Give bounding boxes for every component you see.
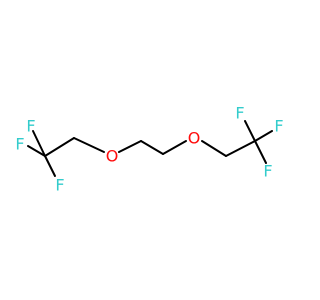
atom-labels: F F F O O F F F	[15, 104, 283, 195]
bond-o1-c3	[118, 140, 142, 153]
bond-c3-c4	[140, 140, 164, 155]
atom-f-left-mid: F	[15, 135, 24, 154]
bond-cf-right-1	[244, 120, 256, 142]
molecule-diagram: F F F O O F F F	[15, 103, 284, 195]
atom-f-left-top: F	[26, 117, 35, 136]
structure-svg: F F F O O F F F	[15, 104, 283, 195]
bond-c4-o2	[162, 140, 187, 155]
atom-f-right-mid: F	[274, 117, 283, 136]
bond-cf-left-2	[27, 145, 46, 157]
bonds	[27, 120, 273, 177]
bond-o2-c5	[201, 140, 227, 157]
atom-o-left: O	[106, 147, 119, 166]
bond-cf-left-1	[32, 130, 46, 157]
bond-c1-c2	[44, 137, 75, 157]
bond-cf-left-3	[44, 155, 56, 177]
bond-c5-c6	[225, 140, 256, 157]
atom-f-left-bottom: F	[55, 176, 64, 195]
atom-o-right: O	[188, 129, 201, 148]
bond-cf-right-3	[254, 140, 267, 164]
atom-f-right-top: F	[235, 104, 244, 123]
bond-c2-o1	[73, 137, 105, 153]
atom-f-right-bottom: F	[263, 162, 272, 181]
bond-cf-right-2	[254, 130, 273, 142]
